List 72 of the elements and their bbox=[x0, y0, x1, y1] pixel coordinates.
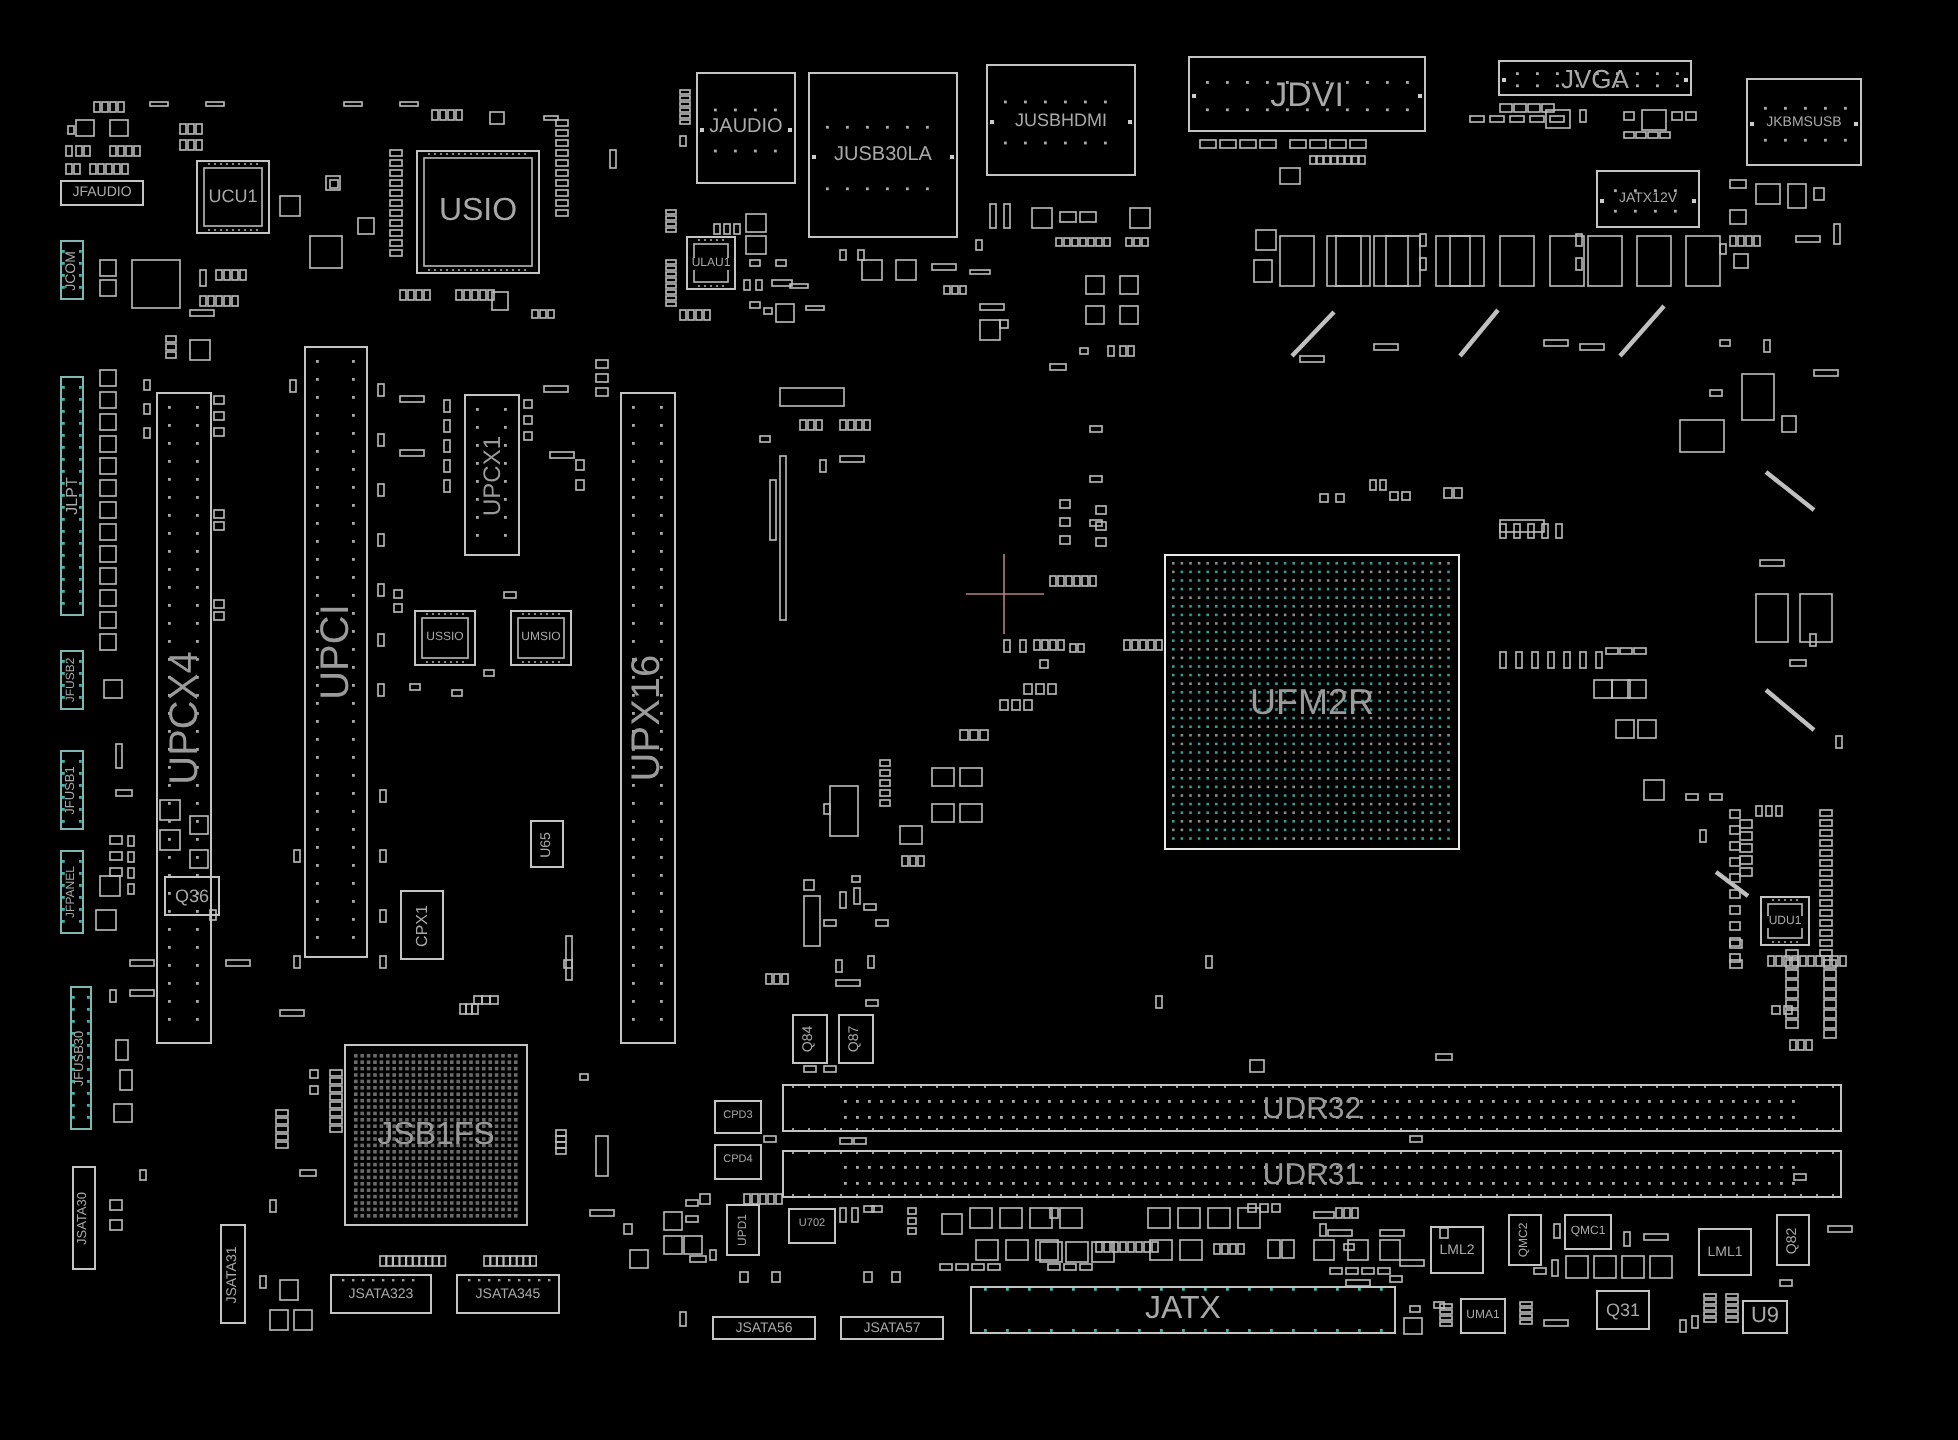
component-label: JDVI bbox=[1270, 77, 1344, 111]
component-outline bbox=[70, 986, 92, 1130]
component-label: JAUDIO bbox=[709, 118, 783, 138]
component-label: UFM2R bbox=[1250, 684, 1374, 720]
component-outline bbox=[1460, 1298, 1506, 1334]
component-label: JSB1FS bbox=[377, 1119, 495, 1151]
component-label: UPCI bbox=[316, 604, 356, 700]
component-outline bbox=[416, 150, 540, 274]
component-outline bbox=[788, 1208, 836, 1244]
component-outline bbox=[686, 236, 736, 290]
component-outline bbox=[782, 1084, 1842, 1132]
component-label: UPX16 bbox=[628, 654, 668, 782]
component-label: JLPT bbox=[64, 477, 80, 515]
component-outline bbox=[1564, 1214, 1612, 1250]
component-label: JVGA bbox=[1561, 65, 1629, 91]
component-outline bbox=[1164, 554, 1460, 850]
component-outline bbox=[330, 1274, 432, 1314]
component-outline bbox=[714, 1144, 762, 1180]
component-outline bbox=[986, 64, 1136, 176]
component-outline bbox=[164, 876, 220, 916]
component-outline bbox=[1776, 1214, 1810, 1266]
component-outline bbox=[1508, 1214, 1542, 1266]
component-outline bbox=[72, 1166, 96, 1270]
component-outline bbox=[220, 1224, 246, 1324]
component-outline bbox=[1742, 1300, 1788, 1334]
component-outline bbox=[530, 820, 564, 868]
component-outline bbox=[696, 72, 796, 184]
component-outline bbox=[60, 376, 84, 616]
component-outline bbox=[1760, 896, 1810, 946]
component-outline bbox=[156, 392, 212, 1044]
component-outline bbox=[970, 1286, 1396, 1334]
component-outline bbox=[838, 1014, 874, 1064]
component-outline bbox=[1430, 1226, 1484, 1274]
component-outline bbox=[714, 1100, 762, 1134]
component-outline bbox=[1596, 170, 1700, 228]
component-label: Q31 bbox=[1605, 1301, 1640, 1319]
component-label: UDR32 bbox=[1262, 1093, 1362, 1123]
component-outline bbox=[196, 160, 270, 234]
component-outline bbox=[60, 650, 84, 710]
component-outline bbox=[60, 240, 84, 300]
component-outline bbox=[808, 72, 958, 238]
component-label: UPCX1 bbox=[480, 435, 504, 515]
component-outline bbox=[792, 1014, 828, 1064]
component-label: UDR31 bbox=[1262, 1159, 1362, 1189]
component-label: JUSB30LA bbox=[834, 145, 932, 165]
component-outline bbox=[726, 1204, 760, 1256]
component-outline bbox=[712, 1316, 816, 1340]
component-outline bbox=[1698, 1228, 1752, 1276]
component-label: JUSBHDMI bbox=[1014, 111, 1107, 129]
component-label: JATX bbox=[1145, 1294, 1221, 1326]
component-label: UCU1 bbox=[206, 188, 260, 206]
component-outline bbox=[60, 850, 84, 934]
component-outline bbox=[1498, 60, 1692, 96]
component-label: U9 bbox=[1750, 1306, 1780, 1328]
component-outline bbox=[1746, 78, 1862, 166]
component-outline bbox=[620, 392, 676, 1044]
component-label: Q36 bbox=[174, 887, 209, 905]
component-outline bbox=[344, 1044, 528, 1226]
component-outline bbox=[400, 890, 444, 960]
component-outline bbox=[1188, 56, 1426, 132]
component-outline bbox=[456, 1274, 560, 1314]
component-outline bbox=[304, 346, 368, 958]
component-outline bbox=[60, 180, 144, 206]
component-outline bbox=[510, 610, 572, 666]
component-outline bbox=[60, 750, 84, 830]
component-outline bbox=[414, 610, 476, 666]
component-outline bbox=[782, 1150, 1842, 1198]
component-label: UPCX4 bbox=[164, 651, 204, 785]
component-outline bbox=[840, 1316, 944, 1340]
component-outline bbox=[1596, 1290, 1650, 1330]
component-label: CPX1 bbox=[414, 904, 430, 946]
component-outline bbox=[464, 394, 520, 556]
